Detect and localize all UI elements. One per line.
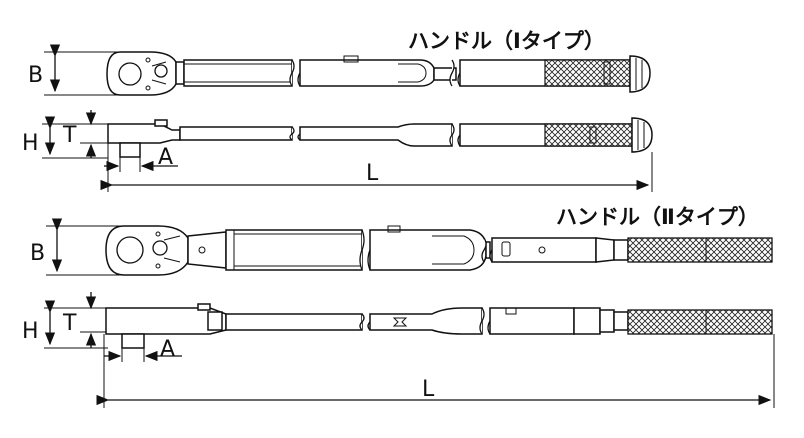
type1-drive-square bbox=[118, 62, 142, 86]
type2-ratchet-head bbox=[105, 225, 189, 276]
type2-drive-square-side bbox=[121, 333, 145, 349]
type1-end-cap bbox=[629, 55, 651, 93]
type1-dim-t: T bbox=[62, 123, 77, 148]
type2-title: ハンドル（Ⅱタイプ） bbox=[556, 205, 759, 229]
type2-dim-h: H bbox=[22, 319, 39, 344]
type1-title: ハンドル（Ⅰタイプ） bbox=[408, 29, 605, 53]
type2-dim-l: L bbox=[422, 377, 435, 402]
type2-dim-a: A bbox=[160, 337, 175, 362]
type1-top-view: B bbox=[28, 44, 651, 96]
type1-grip-knurl bbox=[544, 59, 631, 87]
type2-dim-t: T bbox=[62, 311, 77, 336]
type2-top-view: B bbox=[30, 218, 773, 276]
type2-side-view: H T A L bbox=[22, 292, 775, 408]
type1-dim-h: H bbox=[22, 131, 39, 156]
type1-dim-a: A bbox=[158, 145, 173, 170]
type2-grip-knurl bbox=[627, 237, 773, 263]
type1-dim-b: B bbox=[28, 63, 43, 88]
type2-dim-b: B bbox=[30, 241, 45, 266]
type2-handle-tube bbox=[225, 229, 363, 271]
type1-drive-square-side bbox=[119, 142, 141, 158]
type1-dim-l: L bbox=[366, 161, 379, 186]
type1-side-view: H T A L bbox=[22, 110, 653, 192]
type2-drive-square bbox=[116, 236, 144, 264]
